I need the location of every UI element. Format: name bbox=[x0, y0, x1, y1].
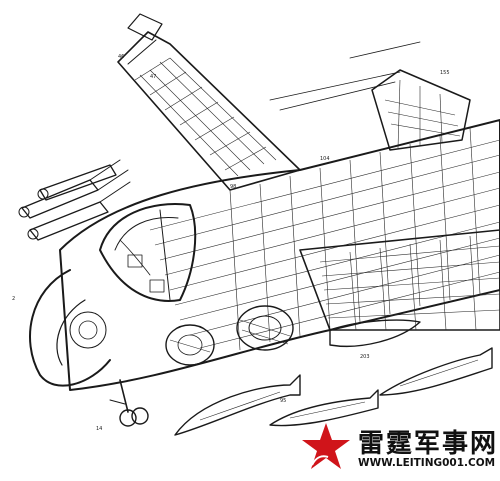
tail-fin bbox=[269, 41, 471, 151]
svg-text:98: 98 bbox=[230, 184, 236, 190]
svg-text:47: 47 bbox=[150, 74, 156, 80]
nose-radome bbox=[29, 269, 111, 387]
callout-numbers: 46 47 98 104 155 2 14 95 203 bbox=[12, 54, 450, 432]
missile-pod-left bbox=[18, 159, 131, 241]
watermark-site-name: 雷霆军事网 bbox=[358, 429, 499, 459]
site-watermark: 雷霆军事网 WWW.LEITING001.COM bbox=[294, 419, 496, 477]
nose-landing-gear bbox=[109, 379, 149, 427]
svg-text:46: 46 bbox=[118, 54, 124, 60]
watermark-url: WWW.LEITING001.COM bbox=[358, 457, 496, 469]
left-wing bbox=[117, 13, 301, 191]
cockpit-canopy bbox=[99, 203, 197, 302]
engine-section bbox=[165, 305, 294, 366]
svg-text:2: 2 bbox=[12, 296, 15, 302]
svg-text:104: 104 bbox=[320, 156, 330, 162]
bombs-under-fuselage bbox=[174, 319, 493, 436]
red-star-logo-icon bbox=[302, 423, 350, 469]
svg-text:203: 203 bbox=[360, 354, 370, 360]
svg-text:155: 155 bbox=[440, 70, 450, 76]
svg-text:95: 95 bbox=[280, 398, 286, 404]
right-wing bbox=[299, 229, 500, 331]
svg-text:14: 14 bbox=[96, 426, 102, 432]
fuselage bbox=[59, 119, 500, 391]
